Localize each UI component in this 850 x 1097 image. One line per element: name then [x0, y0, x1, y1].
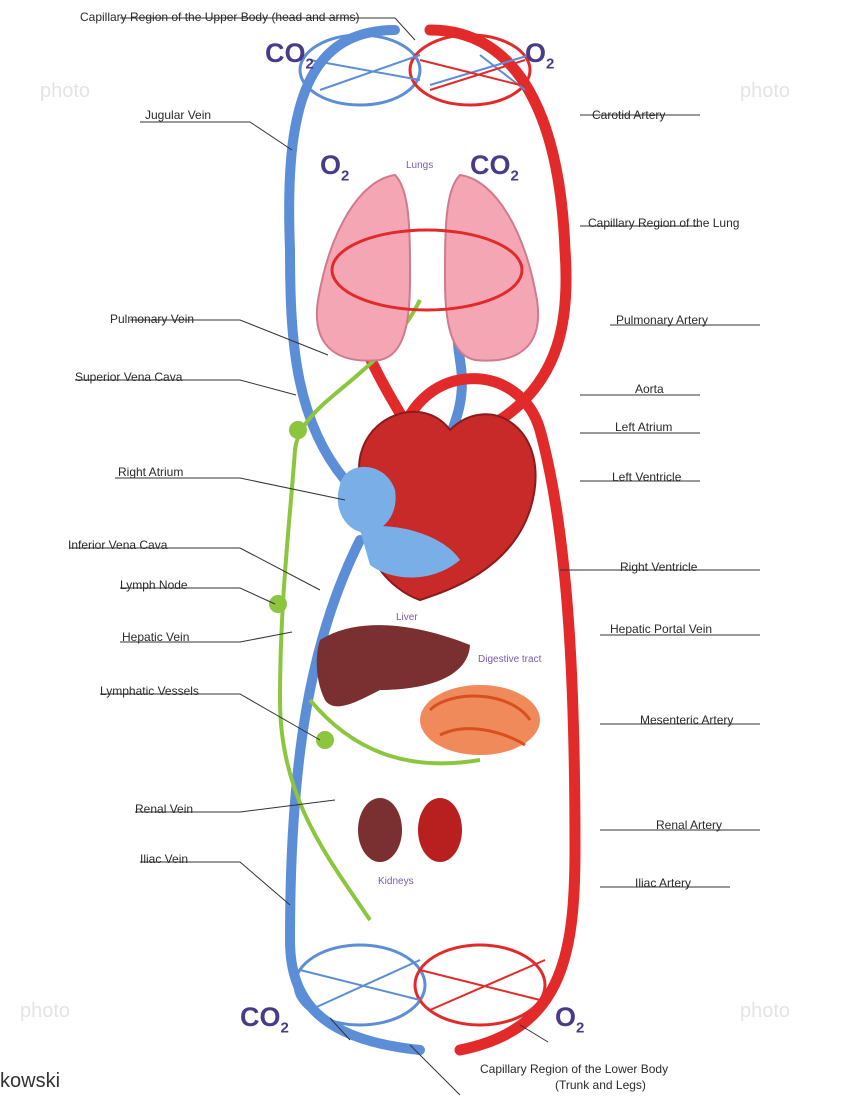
o2-label-top: O2 — [525, 38, 554, 72]
label-right-atrium: Right Atrium — [118, 465, 183, 479]
diagram-title: Capillary Region of the Upper Body (head… — [80, 10, 359, 24]
lungs — [317, 175, 538, 361]
label-inferior-vena-cava: Inferior Vena Cava — [68, 538, 167, 552]
left-kidney — [358, 798, 402, 862]
watermark: photo — [20, 1000, 70, 1023]
watermark: photo — [740, 1000, 790, 1023]
o2-label-lung: O2 — [320, 150, 349, 184]
bottom-title: Capillary Region of the Lower Body — [480, 1062, 668, 1076]
organ-label-digestive: Digestive tract — [478, 654, 541, 665]
co2-label-top: CO2 — [265, 38, 314, 72]
label-left-ventricle: Left Ventricle — [612, 470, 681, 484]
lymph-node — [291, 423, 305, 437]
right-kidney — [418, 798, 462, 862]
organ-label-lungs: Lungs — [406, 160, 433, 171]
label-carotid-artery: Carotid Artery — [592, 108, 665, 122]
label-left-atrium: Left Atrium — [615, 420, 672, 434]
lymph-node — [271, 597, 285, 611]
label-aorta: Aorta — [635, 382, 664, 396]
right-lung — [445, 175, 538, 361]
kidneys — [358, 798, 462, 862]
organ-label-liver: Liver — [396, 612, 418, 623]
credit-text: kowski — [0, 1070, 60, 1093]
label-iliac-vein: Iliac Vein — [140, 852, 188, 866]
label-lymph-node: Lymph Node — [120, 578, 188, 592]
o2-label-bottom: O2 — [555, 1002, 584, 1036]
intestines — [420, 685, 540, 755]
label-lymphatic-vessels: Lymphatic Vessels — [100, 684, 199, 698]
label-hepatic-portal-vein: Hepatic Portal Vein — [610, 622, 712, 636]
label-mesenteric-artery: Mesenteric Artery — [640, 713, 733, 727]
label-pulmonary-artery: Pulmonary Artery — [616, 313, 708, 327]
organ-label-kidneys: Kidneys — [378, 876, 414, 887]
label-jugular-vein: Jugular Vein — [145, 108, 211, 122]
label-capillary-region-lung: Capillary Region of the Lung — [588, 216, 739, 230]
label-superior-vena-cava: Superior Vena Cava — [75, 370, 182, 384]
bottom-subtitle: (Trunk and Legs) — [555, 1078, 646, 1092]
label-iliac-artery: Iliac Artery — [635, 876, 691, 890]
lymph-node — [318, 733, 332, 747]
label-pulmonary-vein: Pulmonary Vein — [110, 312, 194, 326]
watermark: photo — [740, 80, 790, 103]
label-renal-artery: Renal Artery — [656, 818, 722, 832]
lower-capillary-bed — [295, 945, 545, 1025]
label-hepatic-vein: Hepatic Vein — [122, 630, 189, 644]
label-renal-vein: Renal Vein — [135, 802, 193, 816]
heart — [338, 412, 536, 600]
watermark: photo — [40, 80, 90, 103]
label-right-ventricle: Right Ventricle — [620, 560, 697, 574]
co2-label-bottom: CO2 — [240, 1002, 289, 1036]
co2-label-lung: CO2 — [470, 150, 519, 184]
